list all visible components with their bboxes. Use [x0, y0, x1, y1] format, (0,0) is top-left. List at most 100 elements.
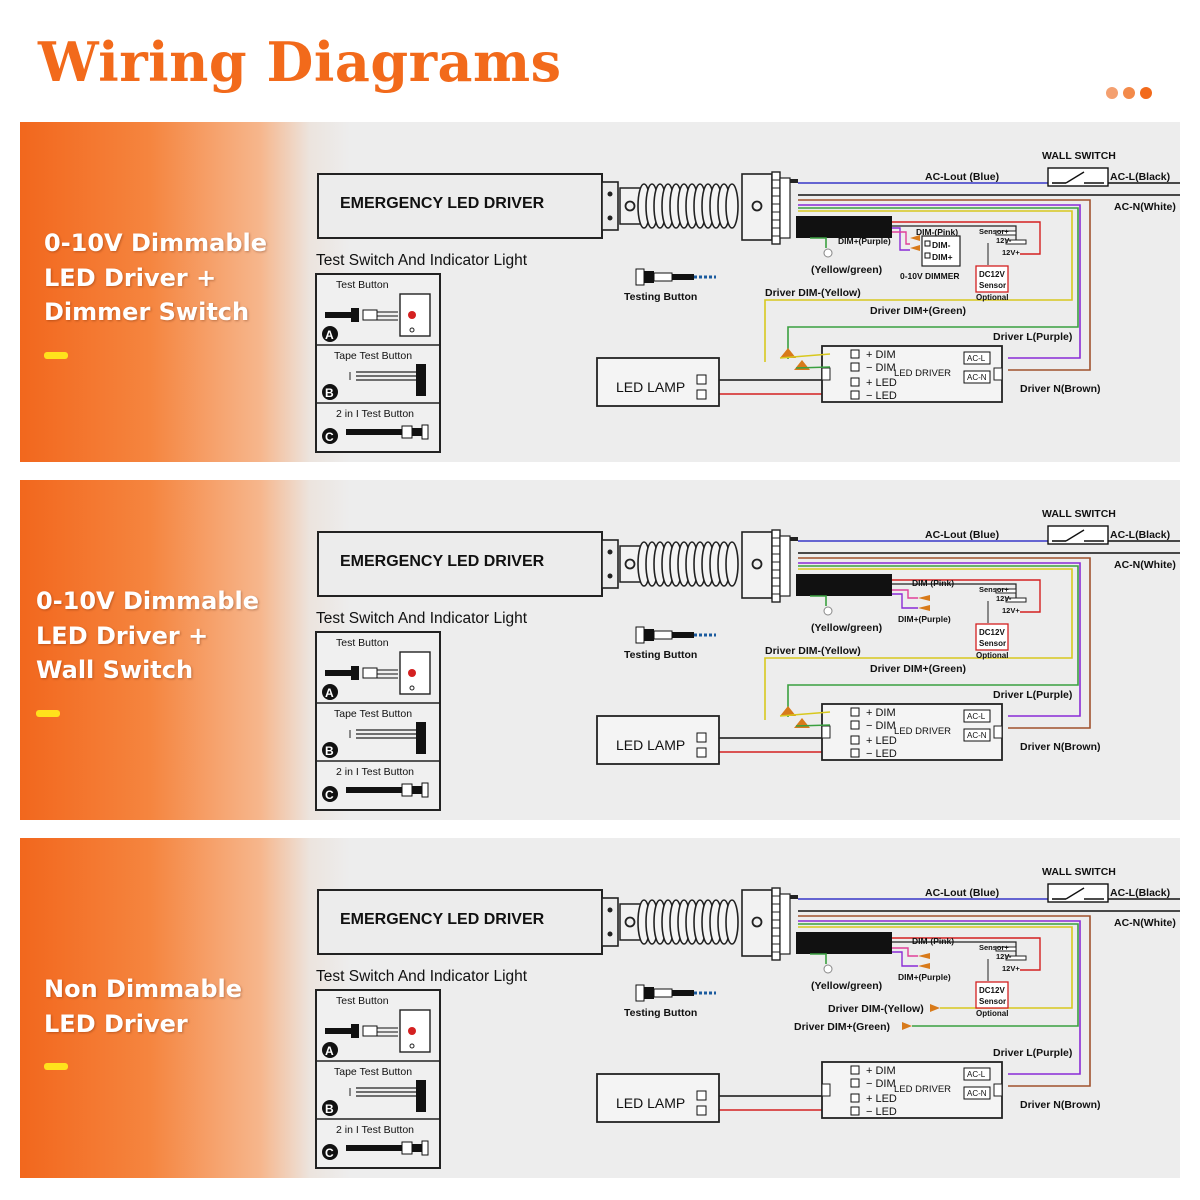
wire-nut-icon	[930, 1004, 940, 1012]
driver-l-label: Driver L(Purple)	[993, 689, 1072, 701]
letter-c: C	[325, 1146, 334, 1160]
test-button-label: Test Button	[336, 637, 389, 649]
wire-harness	[796, 216, 892, 238]
wire-driver-dim-green	[798, 923, 1079, 1027]
sensor-12v-minus-label: 12V-	[996, 952, 1012, 961]
dim-wire-nuts-group: DIM-(Pink) DIM+(Purple)	[892, 578, 954, 624]
wall-switch-label: WALL SWITCH	[1042, 866, 1116, 878]
wire-driver-dim-yellow	[764, 568, 1073, 720]
sensor-dc12v-label: DC12V	[979, 986, 1005, 995]
emergency-driver: EMERGENCY LED DRIVER	[317, 529, 892, 603]
tape-test-button-label: Tape Test Button	[334, 708, 412, 720]
indicator-light-icon	[408, 1027, 416, 1035]
port-ac-l: AC-L	[967, 712, 986, 721]
dim-pink-label-alt: DIM-(Pink)	[912, 578, 954, 588]
port-led-neg: − LED	[866, 748, 897, 760]
dot-3	[1140, 87, 1152, 99]
port-led-pos: + LED	[866, 1093, 897, 1105]
panel-label-line: LED Driver	[44, 1009, 188, 1038]
driver-wire-nuts	[779, 706, 831, 728]
sensor-optional-label: Optional	[976, 651, 1008, 660]
panel-label-line: Non Dimmable	[44, 975, 243, 1003]
ground-wire: (Yellow/green)	[810, 237, 882, 276]
port-ac-l: AC-L	[967, 354, 986, 363]
port-dim-neg: − DIM	[866, 720, 896, 732]
page-title: Wiring Diagrams	[38, 30, 562, 94]
led-driver: LED DRIVER + DIM − DIM + LED − LED AC-L …	[821, 1061, 1003, 1119]
wiring-diagram: EMERGENCY LED DRIVER (Yellow/green) Test…	[315, 508, 1180, 811]
wall-switch-box	[1047, 883, 1109, 903]
wire-driver-dim-green	[787, 207, 1079, 359]
letter-b: B	[325, 744, 334, 758]
wire-driver-n-brown	[798, 199, 1091, 371]
led-driver: LED DRIVER + DIM − DIM + LED − LED AC-L …	[821, 345, 1003, 403]
wall-switch-lever	[1065, 887, 1085, 900]
testing-button: Testing Button	[624, 626, 716, 661]
dc12v-sensor: Sensor+ 12V- 12V+ DC12V Sensor Optional	[892, 221, 1041, 302]
indicator-light-icon	[408, 669, 416, 677]
dimmer-dim-minus-label: DIM-	[932, 240, 951, 250]
driver-l-label: Driver L(Purple)	[993, 331, 1072, 343]
dim-pink-label: DIM-(Pink)	[916, 227, 958, 237]
panel-label-line: LED Driver +	[36, 621, 209, 650]
port-dim-neg: − DIM	[866, 362, 896, 374]
letter-b: B	[325, 386, 334, 400]
led-driver-label: LED DRIVER	[894, 1084, 951, 1095]
panel-accent-bar	[44, 351, 68, 359]
panel-accent-bar	[36, 709, 60, 717]
wire-driver-l-purple	[798, 920, 1081, 1075]
dim-plus-purple-label-alt: DIM+(Purple)	[898, 972, 951, 982]
dimmer-dim-plus-label: DIM+	[932, 252, 953, 262]
led-lamp: LED LAMP	[596, 715, 720, 765]
wall-switch-label: WALL SWITCH	[1042, 508, 1116, 520]
wire-driver-dim-green	[787, 565, 1079, 717]
dim-plus-purple-label-alt: DIM+(Purple)	[898, 614, 951, 624]
dim-plus-purple-label: DIM+(Purple)	[838, 236, 891, 246]
wire-driver-n-brown	[798, 557, 1091, 729]
test-button-label: Test Button	[336, 995, 389, 1007]
led-lamp: LED LAMP	[596, 357, 720, 407]
ac-l-label: AC-L(Black)	[1110, 171, 1170, 183]
port-dim-pos: + DIM	[866, 349, 896, 361]
emergency-driver: EMERGENCY LED DRIVER	[317, 171, 892, 245]
ground-label: (Yellow/green)	[811, 264, 882, 276]
ground-wire: (Yellow/green)	[810, 953, 882, 992]
sensor-optional-label: Optional	[976, 293, 1008, 302]
panel-label-line: Dimmer Switch	[44, 298, 250, 326]
test-switch-title: Test Switch And Indicator Light	[316, 252, 528, 269]
wire-harness	[796, 574, 892, 596]
sensor-label: Sensor	[979, 639, 1006, 648]
port-dim-neg: − DIM	[866, 1078, 896, 1090]
led-lamp: LED LAMP	[596, 1073, 720, 1123]
two-in-one-label: 2 in I Test Button	[336, 408, 414, 420]
driver-n-label: Driver N(Brown)	[1020, 741, 1101, 753]
letter-c: C	[325, 430, 334, 444]
wall-switch-lever	[1065, 171, 1085, 184]
led-driver-label: LED DRIVER	[894, 726, 951, 737]
port-led-pos: + LED	[866, 735, 897, 747]
led-driver-label: LED DRIVER	[894, 368, 951, 379]
sensor-plus-label: Sensor+	[979, 943, 1009, 952]
test-switch-title: Test Switch And Indicator Light	[316, 968, 528, 985]
dimmer-name-label: 0-10V DIMMER	[900, 271, 960, 281]
panel-label-line: Wall Switch	[36, 656, 194, 684]
sensor-plus-label: Sensor+	[979, 227, 1009, 236]
letter-b: B	[325, 1102, 334, 1116]
letter-a: A	[325, 686, 334, 700]
testing-button-label: Testing Button	[624, 1007, 697, 1019]
emergency-driver-label: EMERGENCY LED DRIVER	[340, 911, 545, 928]
wiring-diagram: EMERGENCY LED DRIVER (Yellow/green) Test…	[315, 866, 1180, 1169]
test-button-label: Test Button	[336, 279, 389, 291]
ac-n-label: AC-N(White)	[1114, 917, 1176, 929]
panel-accent-bar	[44, 1063, 68, 1070]
test-switch-legend: Test Button A Tape Test Button B 2 in I …	[315, 989, 441, 1169]
flexible-conduit	[637, 183, 739, 229]
letter-a: A	[325, 1044, 334, 1058]
led-lamp-label: LED LAMP	[616, 1095, 685, 1111]
sensor-12v-plus-label: 12V+	[1002, 606, 1020, 615]
testing-button: Testing Button	[624, 984, 716, 1019]
letter-c: C	[325, 788, 334, 802]
sensor-dc12v-label: DC12V	[979, 270, 1005, 279]
